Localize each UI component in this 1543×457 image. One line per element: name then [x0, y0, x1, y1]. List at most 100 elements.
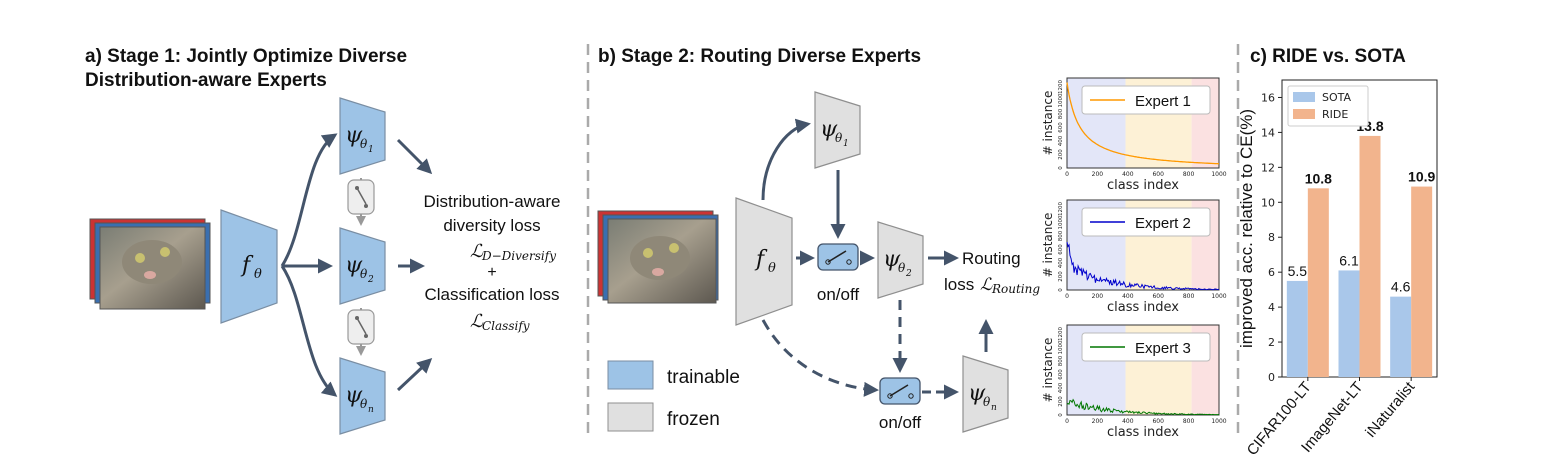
- arrow-to-expert1-a: [280, 133, 338, 267]
- svg-text:1: 1: [368, 145, 374, 155]
- svg-text:+: +: [487, 264, 496, 281]
- svg-text:ψ: ψ: [883, 247, 901, 272]
- expert-legend-label-2: Expert 2: [1135, 215, 1191, 232]
- expert-legend-label-1: Expert 1: [1135, 93, 1191, 110]
- bar-ride-1: [1307, 188, 1329, 377]
- y-tick-label: 6: [1268, 266, 1275, 279]
- y-tick-label: 4: [1268, 301, 1275, 314]
- svg-text:Distribution-aware: Distribution-aware: [424, 192, 561, 211]
- expert-n-b: ψ θ n: [962, 355, 1009, 433]
- expert-legend-3: Expert 3: [1081, 332, 1211, 362]
- input-image-stack-a: [89, 218, 211, 310]
- arrow-backbone-to-switch2-dashed: [761, 319, 879, 397]
- panel-c-title: c) RIDE vs. SOTA: [1250, 46, 1406, 67]
- svg-text:ψ: ψ: [345, 383, 363, 408]
- expert-legend-1: Expert 1: [1081, 85, 1211, 115]
- mini-ytick: 200: [1058, 271, 1064, 282]
- mini-xtick: 200: [1092, 171, 1104, 178]
- svg-text:2: 2: [367, 275, 374, 285]
- svg-text:ℒ: ℒ: [980, 275, 993, 295]
- mini-ytick: 200: [1058, 149, 1064, 160]
- arrow-backbone-to-expert1-b: [761, 118, 811, 201]
- mini-ylabel: # instance: [1041, 91, 1055, 156]
- diversity-switch-1-a: [347, 178, 375, 226]
- expert-curve-1: [1066, 82, 1219, 165]
- svg-text:D−Diversify: D−Diversify: [481, 249, 556, 263]
- svg-text:ψ: ψ: [345, 123, 363, 148]
- legend-label-frozen: frozen: [667, 409, 720, 430]
- expert-1-b: ψ θ 1: [814, 91, 861, 169]
- mini-xtick: 0: [1065, 293, 1069, 300]
- mini-xlabel: class index: [1107, 425, 1179, 440]
- expert-curve-3: [1066, 398, 1220, 416]
- mini-xlabel: class index: [1107, 300, 1179, 315]
- mini-xtick: 0: [1065, 171, 1069, 178]
- arrow-en-to-loss: [396, 357, 433, 392]
- mini-xtick: 200: [1092, 293, 1104, 300]
- mini-ytick: 200: [1058, 396, 1064, 407]
- mini-ytick: 1000: [1058, 340, 1064, 354]
- legend-swatch-sota: [1293, 92, 1315, 102]
- x-tick-label-3: iNaturalist: [1362, 378, 1418, 441]
- svg-text:ψ: ψ: [345, 253, 363, 278]
- mini-ytick: 0: [1058, 413, 1064, 417]
- arrow-e1-to-loss: [396, 138, 433, 175]
- expert-curve-2: [1066, 241, 1220, 291]
- mini-ytick: 400: [1058, 257, 1064, 268]
- y-axis-label: improved acc. relative to CE(%): [1237, 109, 1256, 348]
- mini-ylabel: # instance: [1041, 338, 1055, 403]
- bar-ride-2: [1359, 135, 1381, 377]
- bar-sota-1: [1286, 280, 1308, 377]
- mini-ytick: 1000: [1058, 93, 1064, 107]
- svg-text:1: 1: [843, 139, 849, 149]
- svg-text:ℒ: ℒ: [470, 311, 484, 332]
- mini-ytick: 1200: [1058, 80, 1064, 94]
- mini-ytick: 600: [1058, 122, 1064, 133]
- svg-text:θ: θ: [835, 131, 843, 145]
- svg-text:n: n: [368, 405, 374, 415]
- switch-label-1: on/off: [817, 285, 860, 304]
- panel-a-title-line1: a) Stage 1: Jointly Optimize Diverse: [85, 46, 407, 67]
- router-switch-2: [879, 377, 921, 405]
- svg-text:ψ: ψ: [820, 117, 838, 142]
- mini-ytick: 0: [1058, 166, 1064, 170]
- svg-text:θ: θ: [768, 261, 776, 276]
- mini-ytick: 600: [1058, 369, 1064, 380]
- svg-text:θ: θ: [360, 267, 368, 281]
- svg-text:ℒ: ℒ: [470, 241, 484, 262]
- expert-1-a: ψ θ 1: [339, 97, 386, 175]
- svg-text:loss: loss: [944, 275, 974, 294]
- legend-swatch-ride: [1293, 109, 1315, 119]
- expert-n-a: ψ θ n: [339, 357, 386, 435]
- svg-text:2: 2: [905, 269, 912, 279]
- svg-text:θ: θ: [360, 137, 368, 151]
- mini-ytick: 1200: [1058, 202, 1064, 216]
- input-image-stack-b: [597, 210, 719, 304]
- expert-legend-label-3: Expert 3: [1135, 340, 1191, 357]
- expert-2-a: ψ θ 2: [339, 227, 386, 305]
- svg-text:θ: θ: [898, 261, 906, 275]
- mini-ytick: 800: [1058, 355, 1064, 366]
- mini-xtick: 800: [1183, 418, 1195, 425]
- mini-ytick: 1200: [1058, 327, 1064, 341]
- loss-text-a: Distribution-aware diversity loss ℒ D−Di…: [424, 192, 561, 333]
- mini-ytick: 800: [1058, 108, 1064, 119]
- data-label-sota-2: 6.1: [1339, 252, 1359, 268]
- diversity-switch-2-a: [347, 308, 375, 356]
- y-tick-label: 0: [1268, 371, 1275, 384]
- mini-xtick: 200: [1092, 418, 1104, 425]
- mini-xlabel: class index: [1107, 178, 1179, 193]
- backbone-f-theta-b: f θ: [735, 197, 793, 326]
- plot-frame: [1066, 77, 1220, 169]
- svg-text:θ: θ: [254, 267, 262, 282]
- y-tick-label: 8: [1268, 231, 1275, 244]
- svg-text:Routing: Routing: [962, 249, 1021, 268]
- y-tick-label: 12: [1261, 161, 1275, 174]
- svg-text:Routing: Routing: [991, 282, 1040, 296]
- stage-legend: trainable frozen: [607, 360, 740, 432]
